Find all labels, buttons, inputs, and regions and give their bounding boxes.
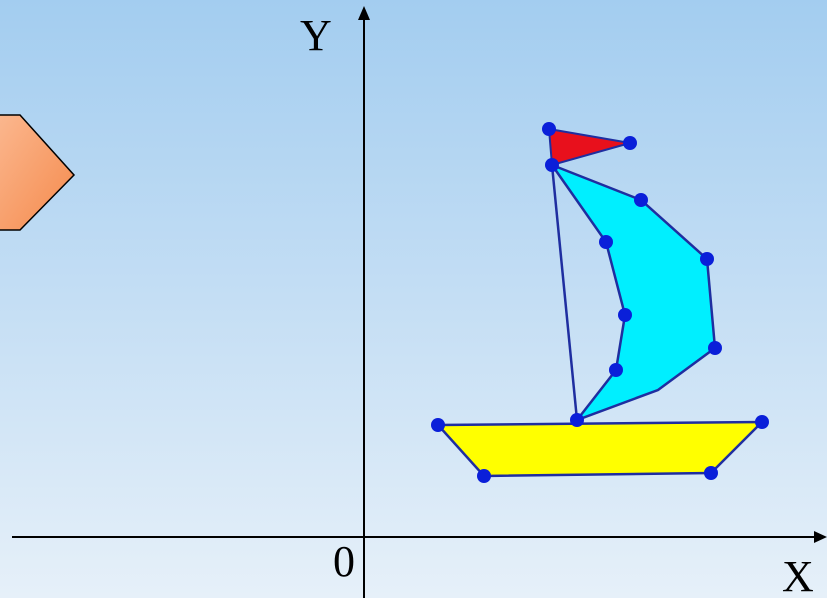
vertex-point xyxy=(599,235,613,249)
vertex-point xyxy=(609,363,623,377)
vertex-point xyxy=(708,341,722,355)
arrow-shape xyxy=(0,114,76,231)
x-axis-label: X xyxy=(782,552,814,601)
vertex-point xyxy=(545,158,559,172)
sail xyxy=(548,162,717,423)
y-axis-arrowhead xyxy=(358,6,370,20)
vertex-point xyxy=(634,193,648,207)
vertex-point xyxy=(704,466,718,480)
flag xyxy=(547,127,631,167)
vertex-point xyxy=(618,308,632,322)
vertex-point xyxy=(623,136,637,150)
vertex-point xyxy=(477,469,491,483)
x-axis-arrowhead xyxy=(814,531,827,543)
vertex-point xyxy=(570,413,584,427)
vertex-point xyxy=(542,122,556,136)
mast-line xyxy=(550,164,579,421)
vertex-point xyxy=(700,252,714,266)
vertex-point xyxy=(755,415,769,429)
vertex-points xyxy=(431,122,769,483)
y-axis-label: Y xyxy=(300,11,332,60)
origin-label: 0 xyxy=(333,537,355,586)
vertex-point xyxy=(431,418,445,432)
